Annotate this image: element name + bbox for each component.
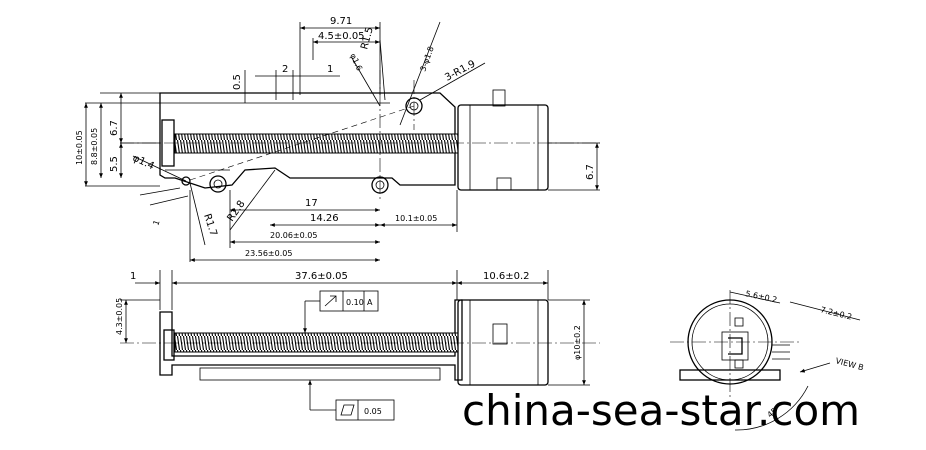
dim-10-1: 10.1±0.05 (395, 214, 437, 223)
dim-20-06: 20.06±0.05 (270, 231, 317, 240)
motor-body (457, 104, 549, 191)
dim-4-3: 4.3±0.05 (115, 298, 124, 335)
dim-6-7-left: 6.7 (109, 120, 120, 136)
dim-r1-7: R1.7 (201, 213, 219, 238)
parallelism-datum: A (367, 298, 373, 307)
dim-37-6: 37.6±0.05 (295, 271, 348, 282)
flatness-tolerance-frame: 0.05 (308, 380, 395, 421)
dim-phi1-4: φ1.4 (131, 153, 156, 172)
side-lead-screw (174, 332, 459, 353)
dim-r1-5: R1.5 (359, 26, 376, 51)
flatness-value: 0.05 (364, 407, 382, 416)
side-dim-1: 1 (130, 271, 136, 282)
dim-0-5: 0.5 (232, 74, 243, 90)
dim-6-7-right: 6.7 (585, 164, 596, 180)
dim-17: 17 (305, 198, 318, 209)
dim-9-71: 9.71 (330, 16, 352, 27)
dim-7-2: 7.2±0.2 (820, 305, 853, 322)
bracket (159, 299, 463, 381)
view-b-label: VIEW B (834, 356, 864, 372)
parallelism-tolerance-frame: 0.10 A (303, 290, 379, 333)
lead-screw (174, 133, 459, 154)
dim-10-6: 10.6±0.2 (483, 271, 530, 282)
parallelism-value: 0.10 (346, 298, 364, 307)
dim-5-5: 5.5 (109, 156, 120, 172)
dim-1-small: 1 (151, 219, 161, 227)
dim-5-6: 5.6±0.2 (745, 289, 778, 304)
dim-10: 10±0.05 (75, 130, 84, 165)
dim-4-5: 4.5±0.05 (318, 31, 365, 42)
dim-14-26: 14.26 (310, 213, 339, 224)
dim-3-r: 3-R1.9 (443, 59, 477, 84)
top-view: 9.71 4.5±0.05 2 1 0.5 φ1.6 R1.5 3-φ1.8 3… (75, 16, 600, 262)
dim-2: 2 (282, 64, 288, 75)
dim-phi1-6: φ1.6 (348, 52, 364, 72)
dim-1: 1 (327, 64, 333, 75)
frame-outline (159, 92, 456, 189)
watermark: china-sea-star.com (462, 386, 860, 435)
mount-hole (209, 175, 227, 193)
side-view: 1 37.6±0.05 10.6±0.2 4.3±0.05 φ10±0.2 0.… (115, 270, 600, 421)
dim-phi10: φ10±0.2 (573, 325, 582, 360)
dim-23-56: 23.56±0.05 (245, 249, 292, 258)
dim-3-phi: 3-φ1.8 (418, 45, 435, 72)
dim-8-8: 8.8±0.05 (90, 128, 99, 165)
side-motor-body (457, 299, 549, 386)
